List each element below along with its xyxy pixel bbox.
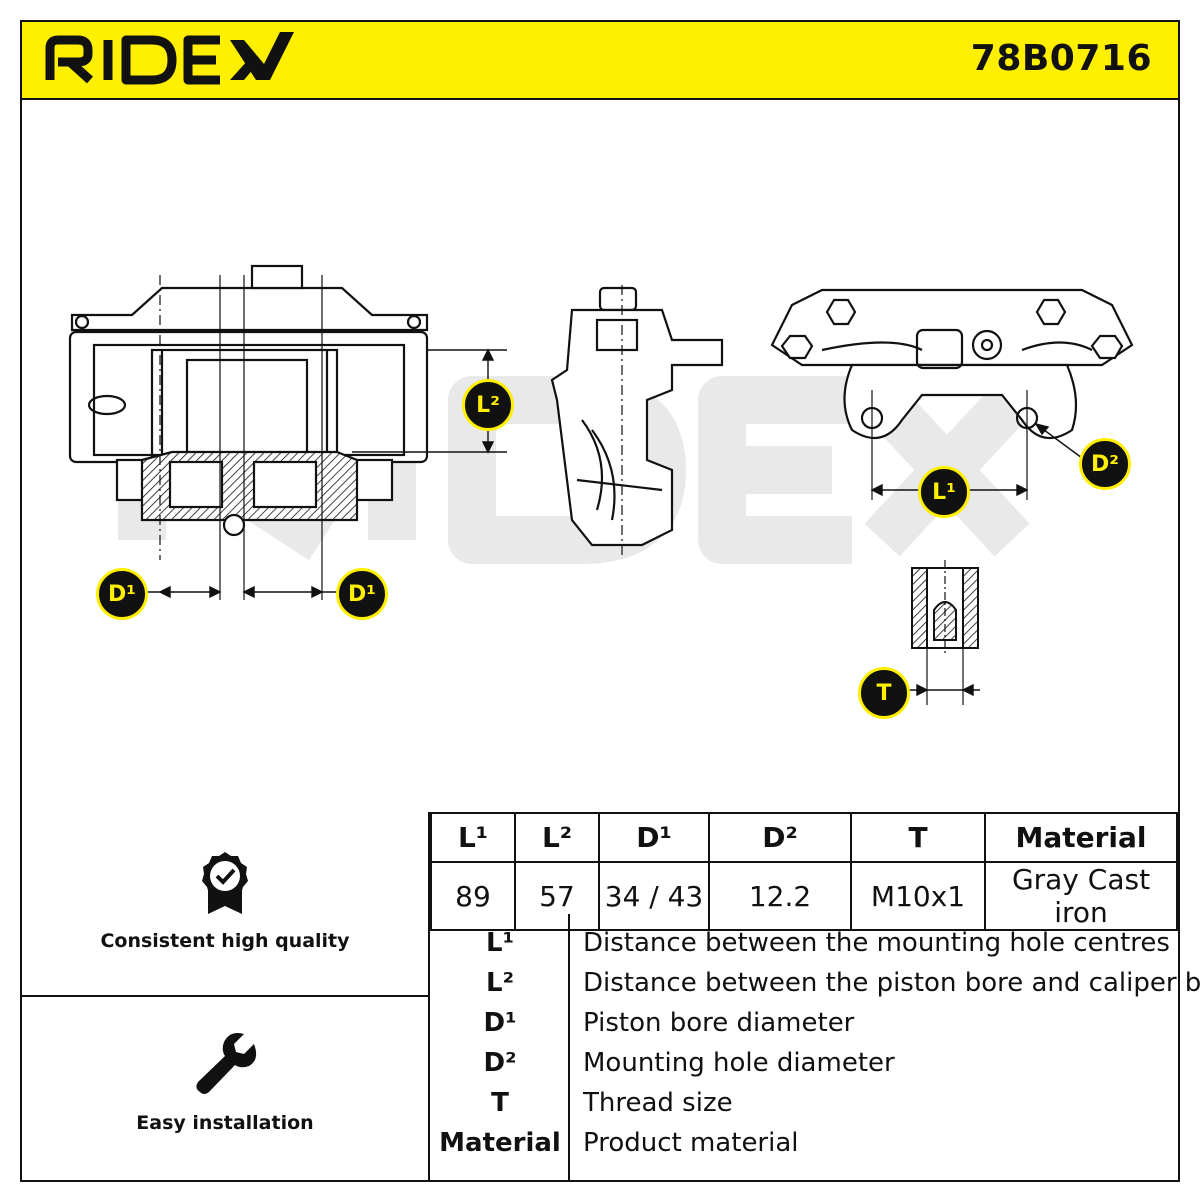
l2-badge: L² — [462, 379, 514, 431]
technical-drawing — [68, 264, 1134, 705]
d2-leader — [1034, 422, 1083, 459]
legend-text: Thread size — [583, 1088, 733, 1118]
feature-quality-label: Consistent high quality — [100, 930, 350, 952]
t-dimension — [907, 683, 980, 697]
feature-installation: Easy installation — [20, 1032, 430, 1134]
legend-row: Material Product material — [430, 1128, 1180, 1168]
legend-row: L² Distance between the piston bore and … — [430, 968, 1200, 1008]
spec-header-l1: L¹ — [430, 812, 516, 863]
legend-text: Mounting hole diameter — [583, 1048, 895, 1078]
legend-text: Distance between the mounting hole centr… — [583, 928, 1170, 958]
spec-value-material: Gray Cast iron — [984, 861, 1178, 931]
legend-symbol: Material — [439, 1128, 561, 1158]
spec-header-l2: L² — [514, 812, 600, 863]
features-divider — [20, 995, 430, 997]
spec-header-material: Material — [984, 812, 1178, 863]
spec-value-d2: 12.2 — [708, 861, 852, 931]
legend-row: D² Mounting hole diameter — [430, 1048, 1180, 1088]
spec-header-d1: D¹ — [598, 812, 710, 863]
brand-logo — [45, 32, 294, 85]
legend-text: Piston bore diameter — [583, 1008, 855, 1038]
d2-badge: D² — [1079, 438, 1131, 490]
legend-text: Distance between the piston bore and cal… — [583, 968, 1200, 998]
feature-installation-label: Easy installation — [136, 1112, 314, 1134]
d1-badge-left: D¹ — [96, 568, 148, 620]
legend-row: L¹ Distance between the mounting hole ce… — [430, 928, 1180, 968]
legend: L¹ Distance between the mounting hole ce… — [430, 914, 1200, 1182]
bleed-screw-section — [911, 560, 979, 705]
features-panel: Consistent high quality Easy installatio… — [20, 812, 430, 1182]
legend-symbol: T — [491, 1088, 509, 1118]
spec-value-l1: 89 — [430, 861, 516, 931]
spec-header-t: T — [850, 812, 986, 863]
caliper-top-view — [770, 288, 1134, 500]
d1-badge-right: D¹ — [336, 568, 388, 620]
legend-symbol: D¹ — [483, 1008, 517, 1038]
d1-dimension — [142, 585, 340, 599]
spec-value-d1: 34 / 43 — [598, 861, 710, 931]
spec-value-t: M10x1 — [850, 861, 986, 931]
t-badge: T — [858, 667, 910, 719]
spec-section: Consistent high quality Easy installatio… — [20, 812, 1200, 1182]
legend-text: Product material — [583, 1128, 799, 1158]
legend-symbol: L² — [486, 968, 514, 998]
spec-table: L¹ L² D¹ D² T Material 89 57 34 / 43 12.… — [430, 812, 1178, 931]
caliper-front-view — [68, 264, 429, 600]
wrench-icon — [196, 1033, 257, 1094]
legend-row: T Thread size — [430, 1088, 1180, 1128]
legend-divider — [568, 914, 570, 1182]
spec-value-row: 89 57 34 / 43 12.2 M10x1 Gray Cast iron — [430, 861, 1178, 931]
spec-header-row: L¹ L² D¹ D² T Material — [430, 812, 1178, 863]
legend-row: D¹ Piston bore diameter — [430, 1008, 1180, 1048]
legend-symbol: L¹ — [486, 928, 514, 958]
legend-symbol: D² — [483, 1048, 517, 1078]
spec-value-l2: 57 — [514, 861, 600, 931]
feature-quality: Consistent high quality — [20, 850, 430, 952]
part-number: 78B0716 — [970, 38, 1152, 79]
spec-header-d2: D² — [708, 812, 852, 863]
l1-badge: L¹ — [918, 466, 970, 518]
caliper-side-view — [550, 285, 724, 555]
quality-badge-icon — [202, 852, 248, 914]
